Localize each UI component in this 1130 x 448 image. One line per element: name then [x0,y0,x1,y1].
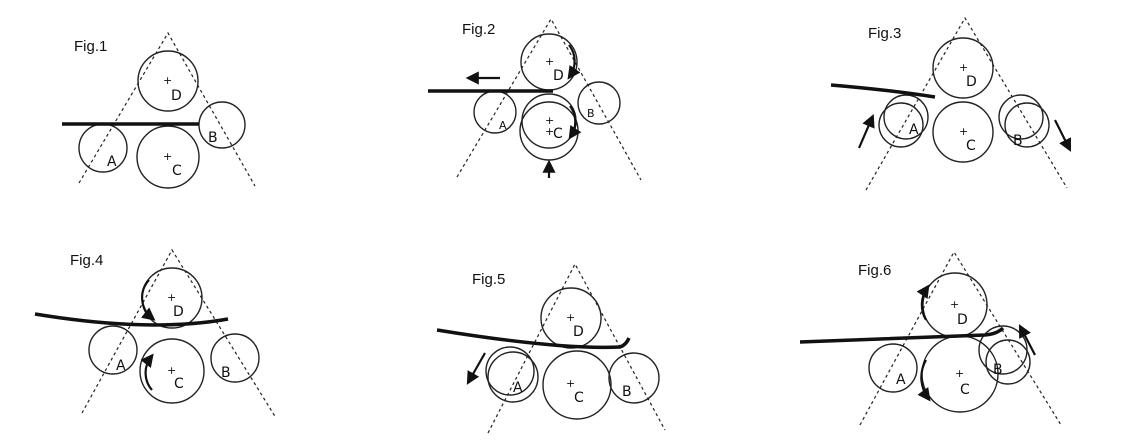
roller-label-b: B [993,362,1003,378]
center-mark: + [545,125,554,138]
roller-label-a: A [909,122,919,138]
guide-triangle [456,17,642,181]
center-mark: + [167,291,176,304]
roller-a [473,90,517,134]
roller-label-a: A [116,358,126,374]
center-mark: + [545,55,554,68]
guide-triangle [865,16,1068,191]
roller-b [210,333,260,383]
roller-label-d: D [171,88,182,104]
figure-2: Fig.2 + D + + C A B [428,17,642,181]
roller-a [883,94,929,140]
roller-label-c: C [172,163,182,179]
roller-label-b: B [1013,133,1023,149]
arrow-up-icon [1018,324,1036,356]
arrow-down-icon [466,352,486,385]
roller-d [137,50,199,112]
roller-a-moved [878,102,924,148]
roller-c [139,338,205,404]
figure-label: Fig.2 [462,21,495,38]
center-mark: + [955,367,964,380]
roller-label-b: B [622,384,632,400]
center-mark: + [163,74,172,87]
guide-triangle [81,248,277,419]
roller-label-a: A [107,154,117,170]
figure-label: Fig.6 [858,262,891,279]
roller-a [485,346,535,396]
roller-a [88,325,138,375]
roller-label-c: C [174,376,184,392]
plate-strip [436,328,631,350]
roller-label-a: A [896,372,906,388]
arrow-down-icon [1054,119,1071,152]
roller-label-c: C [960,382,970,398]
rotation-arrow-icon [141,279,156,321]
figure-6: Fig.6 + D + C A B [799,250,1062,426]
roller-b [198,101,246,149]
roller-a-moved [487,351,539,403]
rotation-arrow-icon [916,284,930,321]
roller-label-b: B [208,130,218,146]
roller-label-b: B [587,107,595,120]
roller-label-d: D [173,304,184,320]
center-mark: + [163,150,172,163]
roller-d [932,37,994,99]
rotation-arrow-icon [568,105,582,140]
roller-b [998,94,1044,140]
figure-4: Fig.4 + D + C A B [34,248,277,419]
roller-a [868,343,918,393]
arrow-up-icon [857,113,875,149]
guide-triangle [78,31,256,187]
figure-label: Fig.3 [868,25,901,42]
roller-label-c: C [966,138,976,154]
roller-label-a: A [513,380,523,396]
roller-b-moved [1004,102,1050,148]
roller-label-d: D [966,74,977,90]
center-mark: + [950,298,959,311]
roller-label-d: D [553,68,564,84]
figure-label: Fig.1 [74,38,107,55]
rotation-arrow-icon [917,359,931,402]
center-mark: + [545,114,554,127]
plate-strip [34,312,229,327]
figure-3: Fig.3 + D + C A B [830,16,1071,191]
roller-c [542,350,612,420]
center-mark: + [566,311,575,324]
rotation-arrow-icon [567,44,581,80]
guide-triangle [487,262,666,434]
center-mark: + [959,61,968,74]
figure-5: Fig.5 + D + C A B [436,262,666,434]
roller-label-a: A [499,119,507,132]
roller-label-b: B [221,365,231,381]
roller-a [78,123,128,173]
guide-triangle [859,250,1062,426]
roller-c [932,101,994,163]
plate-strip [799,326,1005,344]
figure-label: Fig.5 [472,271,505,288]
roller-b [608,352,660,404]
center-mark: + [959,125,968,138]
rotation-arrow-icon [140,353,154,391]
center-mark: + [566,377,575,390]
roller-label-c: C [574,390,584,406]
roller-b [577,81,621,125]
roller-label-d: D [573,324,584,340]
plate-strip [830,83,936,99]
figure-label: Fig.4 [70,252,103,269]
roller-label-d: D [957,312,968,328]
figure-1: Fig.1 + D + C A B [62,31,256,189]
roller-c [136,125,200,189]
center-mark: + [167,364,176,377]
roller-b-moved [985,339,1031,385]
roller-label-c: C [553,126,563,142]
